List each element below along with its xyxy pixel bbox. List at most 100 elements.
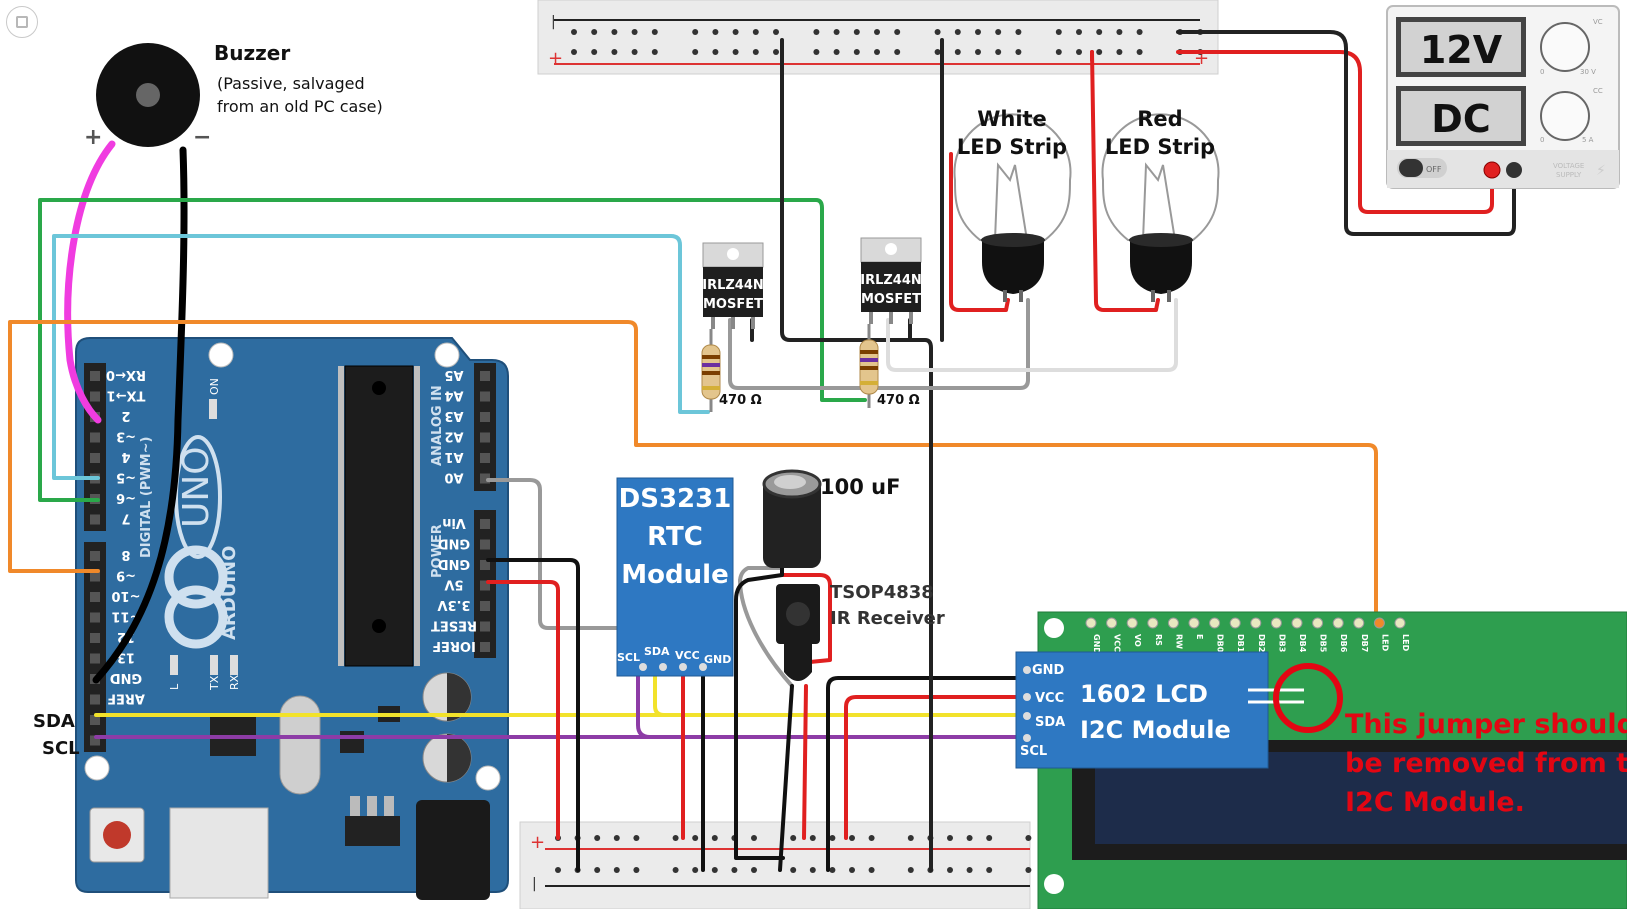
i2c-module: 1602 LCD I2C Module GND VCC SDA SCL bbox=[1015, 651, 1304, 769]
digital-header-label: DIGITAL (PWM~) bbox=[139, 437, 154, 558]
bb-hole bbox=[751, 835, 757, 841]
i2c-pin-scl: SCL bbox=[1020, 744, 1047, 759]
bb-hole bbox=[712, 29, 719, 35]
lcd-pin-label: LED bbox=[1380, 634, 1389, 652]
on-led-label: ON bbox=[208, 378, 221, 395]
digital-pin-label: ~10 bbox=[112, 588, 141, 603]
resistor-2-value: 470 Ω bbox=[877, 393, 920, 408]
dc-power-supply: 12V DC VC CC 0 30 V 0 5 A OFF VOLTAGE SU… bbox=[1386, 5, 1620, 189]
lcd-pin bbox=[1373, 617, 1385, 629]
bb-hole bbox=[1136, 29, 1143, 35]
red-led-label-2: LED Strip bbox=[1105, 135, 1215, 159]
resistor-1-value: 470 Ω bbox=[719, 393, 762, 408]
board-led-label: RX bbox=[228, 674, 241, 690]
bb-hole bbox=[613, 835, 620, 841]
bb-hole bbox=[1076, 29, 1082, 35]
mosfet-2-part: IRLZ44N bbox=[860, 273, 922, 288]
header-pin bbox=[90, 633, 100, 643]
header-pin bbox=[90, 735, 100, 746]
rtc-pin-scl: SCL bbox=[617, 651, 640, 664]
digital-pin-label: ~11 bbox=[112, 609, 141, 624]
bb-hole bbox=[995, 49, 1002, 55]
psu-knob2-min: 0 bbox=[1540, 136, 1544, 144]
psu-cc-label: CC bbox=[1593, 87, 1603, 95]
psu-power-switch[interactable] bbox=[1399, 159, 1423, 177]
header-pin bbox=[480, 453, 490, 463]
analog-header-label: ANALOG IN bbox=[430, 385, 445, 466]
header-pin bbox=[90, 653, 100, 664]
header-pin bbox=[90, 453, 100, 463]
bb-hole bbox=[894, 49, 901, 55]
bb-hole bbox=[611, 29, 618, 35]
header-pin bbox=[90, 592, 100, 602]
digital-pin-label: RX←0 bbox=[106, 367, 146, 382]
bb-hole bbox=[829, 835, 836, 841]
psu-voltage-knob[interactable] bbox=[1540, 22, 1590, 72]
digital-pin-label: 7 bbox=[121, 511, 130, 526]
digital-pin-label: GND bbox=[110, 670, 143, 685]
ds3231-rtc-module: DS3231 RTC Module SCL SDA VCC GND bbox=[616, 477, 734, 677]
header-pin bbox=[480, 580, 490, 591]
header-pin bbox=[90, 715, 100, 725]
ir-label-1: TSOP4838 bbox=[830, 582, 934, 603]
lcd-pin bbox=[1188, 617, 1200, 629]
i2c-pin-gnd: GND bbox=[1032, 663, 1065, 678]
bb-hole bbox=[813, 29, 820, 35]
bb-hole bbox=[907, 867, 914, 873]
psu-current-knob[interactable] bbox=[1540, 91, 1590, 141]
expand-view-button[interactable] bbox=[6, 6, 38, 38]
lcd-pin bbox=[1270, 617, 1282, 629]
bb-hole bbox=[711, 867, 718, 873]
header-pin bbox=[90, 432, 100, 443]
lcd-pin bbox=[1147, 617, 1159, 629]
header-pin bbox=[480, 519, 490, 529]
bb-hole bbox=[1136, 49, 1143, 55]
power-pin-label: Vin bbox=[442, 515, 466, 530]
analog-pin-label: A0 bbox=[444, 470, 463, 485]
header-pin bbox=[480, 642, 490, 652]
bb-hole bbox=[790, 867, 797, 873]
header-pin bbox=[90, 694, 100, 705]
bb-hole bbox=[934, 49, 941, 55]
lcd-pin-label: DB2 bbox=[1257, 634, 1266, 652]
bb-hole bbox=[809, 867, 816, 873]
top-breadboard: | + + bbox=[537, 0, 1219, 75]
buzzer-title: Buzzer bbox=[214, 41, 290, 65]
psu-switch-label: OFF bbox=[1426, 165, 1442, 174]
bb-hole bbox=[732, 29, 739, 35]
bottom-rail-holes bbox=[555, 835, 1032, 873]
lcd-pin-label: DB1 bbox=[1236, 634, 1245, 653]
red-led-strip: Red LED Strip bbox=[1101, 107, 1220, 302]
bb-hole bbox=[731, 867, 738, 873]
buzzer-note-line2: from an old PC case) bbox=[217, 97, 383, 116]
power-pin-label: IOREF bbox=[432, 638, 476, 653]
bb-hole bbox=[894, 29, 901, 35]
psu-brand-2: SUPPLY bbox=[1556, 171, 1582, 179]
header-pin bbox=[90, 371, 100, 381]
mosfet-1-part: IRLZ44N bbox=[702, 278, 764, 293]
digital-pin-label: ~9 bbox=[116, 568, 136, 583]
lcd-pin bbox=[1312, 617, 1324, 629]
bb-hole bbox=[711, 835, 718, 841]
bb-hole bbox=[947, 835, 953, 841]
bb-hole bbox=[986, 835, 993, 841]
lcd-pin bbox=[1353, 617, 1365, 629]
bb-hole bbox=[613, 867, 620, 873]
bb-hole bbox=[947, 867, 953, 873]
rtc-pin-vcc: VCC bbox=[675, 649, 700, 662]
bb-hole bbox=[833, 29, 840, 35]
resistor-1: 470 Ω bbox=[701, 329, 762, 412]
bb-hole bbox=[868, 867, 875, 873]
header-pin bbox=[90, 612, 100, 623]
ir-label-2: IR Receiver bbox=[830, 608, 945, 629]
bb-hole bbox=[849, 835, 855, 841]
wires bbox=[8, 30, 1516, 872]
bb-hole bbox=[1116, 29, 1123, 35]
header-pin bbox=[480, 601, 490, 611]
rtc-label-1: DS3231 bbox=[619, 484, 732, 514]
lcd-pin-label: GND bbox=[1092, 634, 1101, 654]
digital-pin-label: ~3 bbox=[116, 429, 136, 444]
lcd-pin-label: DB3 bbox=[1277, 634, 1286, 652]
lcd-pin-label: VCC bbox=[1113, 634, 1122, 652]
